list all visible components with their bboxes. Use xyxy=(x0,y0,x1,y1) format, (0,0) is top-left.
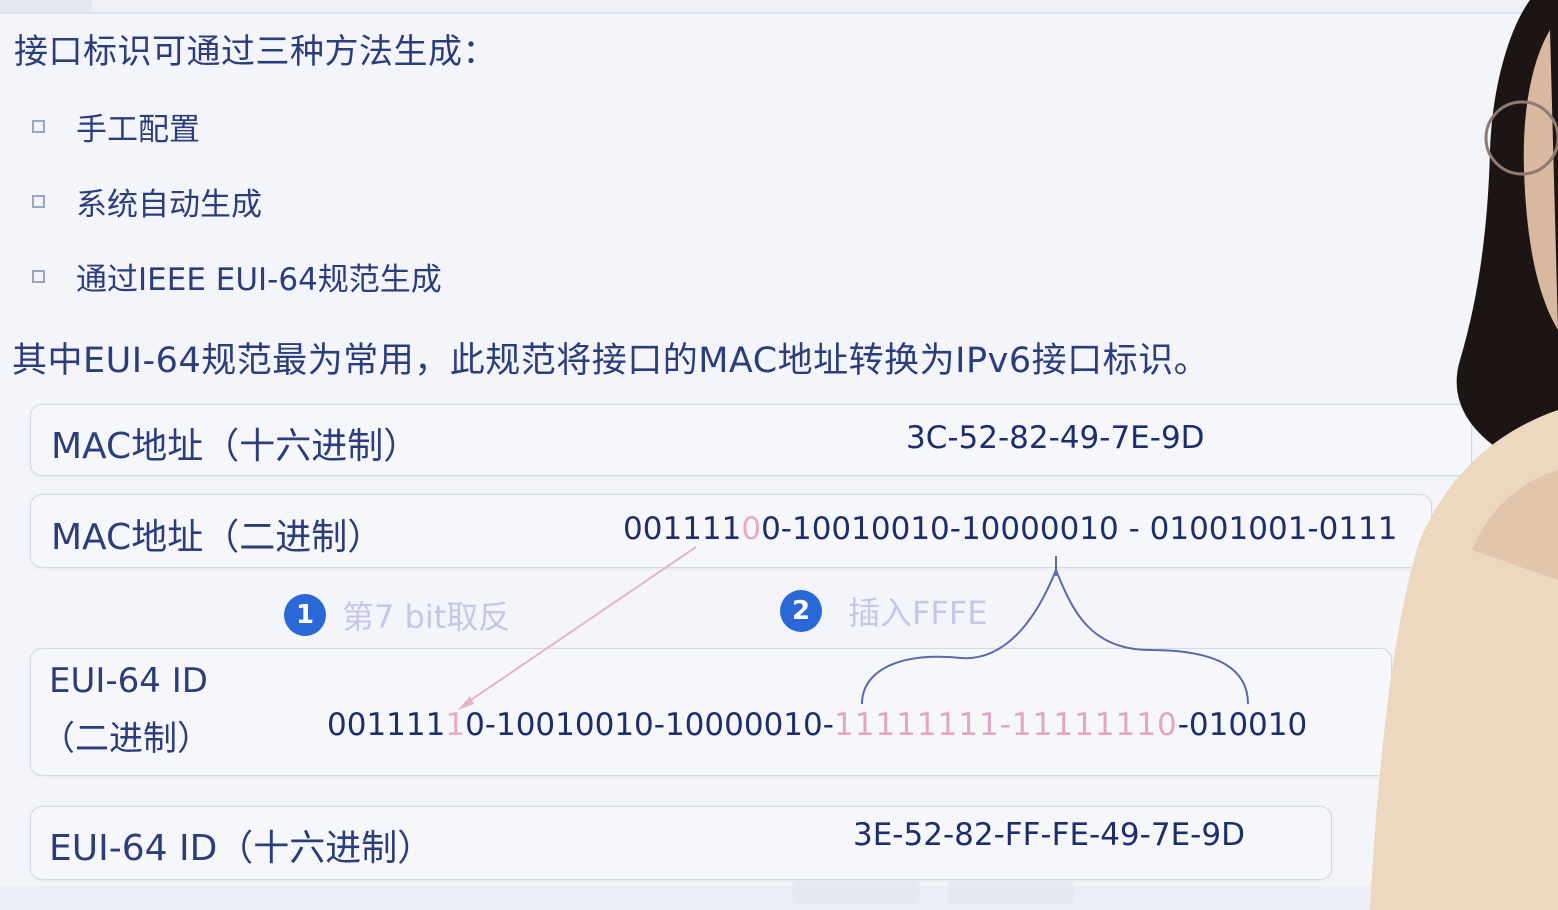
eui-hex-label: EUI-64 ID（十六进制） xyxy=(49,828,434,869)
eui-bin-row: EUI-64 ID （二进制） 00111110-10010010-100000… xyxy=(30,648,1392,776)
bit-flip-arrow-line xyxy=(461,546,697,707)
eui-bin-suffix: -010010 xyxy=(1177,707,1308,743)
eui-bin-label-line2: （二进制） xyxy=(41,719,211,759)
eui-bin-value: 00111110-10010010-10000010-11111111-1111… xyxy=(327,707,1307,743)
square-bullet-icon xyxy=(32,270,45,283)
mac-bin-label: MAC地址（二进制） xyxy=(51,517,384,558)
mac-hex-label: MAC地址（十六进制） xyxy=(51,426,420,467)
eui-bin-flipped-bit: 1 xyxy=(445,707,466,743)
presenter-figure xyxy=(1370,0,1558,910)
list-item-text: 通过IEEE EUI-64规范生成 xyxy=(76,262,442,298)
player-control-button[interactable] xyxy=(792,880,920,904)
eui-hex-value: 3E-52-82-FF-FE-49-7E-9D xyxy=(853,817,1245,853)
mac-bin-seventh-bit: 0 xyxy=(741,511,762,547)
bottom-strip xyxy=(0,886,1558,910)
mac-bin-row: MAC地址（二进制） 00111100-10010010-10000010 - … xyxy=(30,494,1432,568)
eui-bin-mid: 0-10010010-10000010- xyxy=(465,707,834,743)
square-bullet-icon xyxy=(32,120,45,133)
eui-hex-row: EUI-64 ID（十六进制） 3E-52-82-FF-FE-49-7E-9D xyxy=(30,806,1332,880)
fffe-brace xyxy=(861,567,1249,705)
list-item-text: 系统自动生成 xyxy=(76,187,262,223)
mac-bin-prefix: 001111 xyxy=(623,511,742,547)
top-bar xyxy=(0,0,1558,14)
square-bullet-icon xyxy=(32,195,45,208)
player-control-button[interactable] xyxy=(948,880,1074,904)
eui-bin-prefix: 001111 xyxy=(327,707,446,743)
eui-bin-label-line1: EUI-64 ID xyxy=(49,661,208,701)
list-item-text: 手工配置 xyxy=(76,112,200,148)
step-2-badge: 2 xyxy=(780,590,822,632)
presenter-video xyxy=(1300,0,1558,910)
step-1-text: 第7 bit取反 xyxy=(342,598,511,636)
mac-bin-suffix: 0-10010010-10000010 - 01001001-0111 xyxy=(761,511,1398,547)
eui-bin-fffe: 11111111-11111110 xyxy=(833,707,1178,743)
mac-hex-row: MAC地址（十六进制） 3C-52-82-49-7E-9D xyxy=(30,404,1472,476)
step-1-badge: 1 xyxy=(284,594,326,636)
top-tab xyxy=(0,0,92,12)
mac-hex-value: 3C-52-82-49-7E-9D xyxy=(906,420,1205,456)
bit-flip-arrowhead xyxy=(458,696,474,710)
step-2-text: 插入FFFE xyxy=(848,594,988,632)
eui64-note: 其中EUI-64规范最为常用，此规范将接口的MAC地址转换为IPv6接口标识。 xyxy=(12,341,1210,381)
slide-heading: 接口标识可通过三种方法生成： xyxy=(14,32,497,72)
mac-bin-value: 00111100-10010010-10000010 - 01001001-01… xyxy=(623,511,1398,547)
